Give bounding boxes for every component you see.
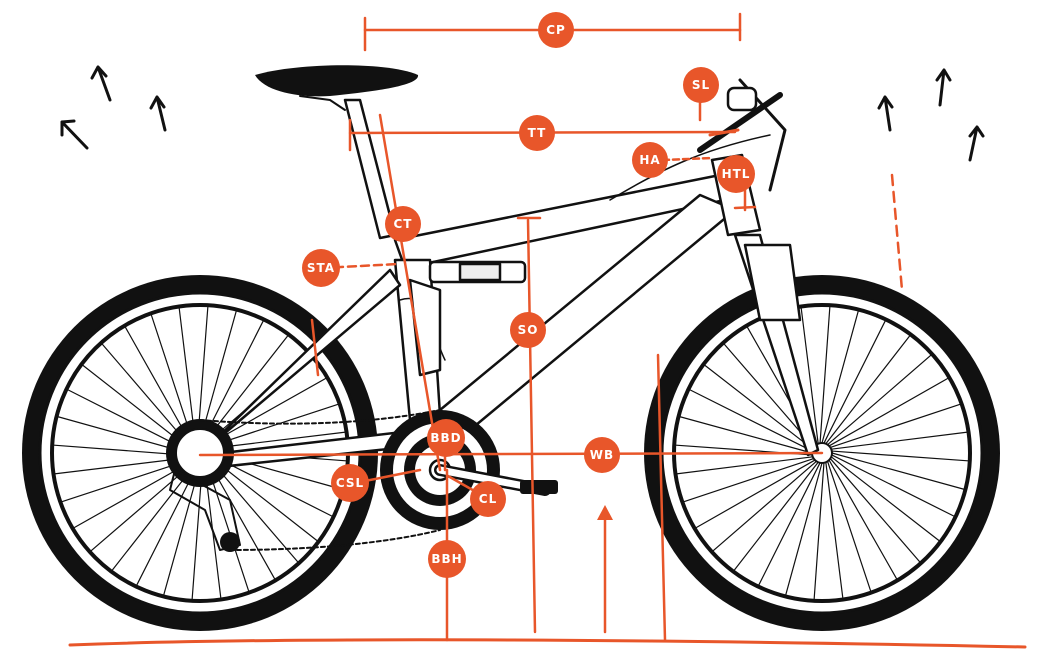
spoke	[831, 454, 955, 517]
ct-line	[378, 113, 442, 472]
badge-csl-label: CSL	[336, 476, 364, 490]
badge-bbh: BBH	[428, 540, 466, 578]
badge-ct: CT	[385, 206, 421, 242]
badge-cp-label: CP	[546, 23, 566, 37]
spoke	[828, 459, 898, 580]
badge-tt: TT	[519, 115, 555, 151]
badge-wb-label: WB	[590, 448, 614, 462]
spoke	[82, 364, 190, 450]
spoke	[203, 335, 289, 443]
saddle	[255, 65, 419, 111]
spoke	[124, 326, 193, 446]
badge-bbh-label: BBH	[431, 552, 462, 566]
spoke	[53, 444, 189, 456]
spoke	[823, 320, 886, 444]
spoke	[831, 452, 965, 490]
spoke	[197, 306, 209, 442]
spoke	[826, 460, 872, 592]
spoke	[800, 307, 819, 445]
badge-sl-label: SL	[692, 78, 710, 92]
spoke	[111, 463, 197, 571]
spoke	[683, 457, 815, 503]
spoke	[199, 310, 237, 442]
spoke	[90, 462, 194, 552]
spoke	[695, 459, 816, 529]
spoke	[825, 461, 844, 599]
wind-arrows-right	[877, 68, 985, 162]
badge-csl: CSL	[331, 464, 369, 502]
spoke	[704, 364, 814, 450]
wb-line	[198, 451, 824, 457]
spoke	[689, 389, 813, 452]
badge-sta-label: STA	[307, 261, 335, 275]
up-arrow-icon	[597, 505, 613, 520]
badge-ha-label: HA	[639, 153, 660, 167]
spoke	[101, 343, 191, 447]
spoke	[178, 307, 197, 443]
badge-cl-label: CL	[479, 492, 497, 506]
spoke	[831, 450, 969, 462]
badge-sta: STA	[302, 249, 340, 287]
spoke	[828, 377, 949, 447]
spoke	[830, 431, 968, 450]
spoke	[821, 310, 859, 444]
badge-so: SO	[510, 312, 546, 348]
spoke	[201, 320, 264, 442]
badge-cl: CL	[470, 481, 506, 517]
spoke	[207, 377, 327, 446]
spoke	[758, 462, 821, 586]
spoke	[207, 460, 276, 580]
badge-ha: HA	[632, 142, 668, 178]
badge-cp: CP	[538, 12, 574, 48]
spoke	[679, 416, 813, 454]
wind-arrows-left	[60, 65, 167, 150]
spoke	[210, 431, 346, 450]
spoke	[829, 457, 921, 563]
badge-htl: HTL	[717, 155, 755, 193]
spoke	[676, 456, 814, 475]
bike-frame	[203, 78, 820, 470]
spoke	[136, 464, 199, 586]
spoke	[54, 456, 190, 475]
spoke	[209, 403, 339, 447]
spoke	[813, 462, 825, 600]
badge-bbd-label: BBD	[430, 431, 461, 445]
spoke	[57, 416, 189, 454]
so-line	[526, 218, 537, 634]
badge-ct-label: CT	[394, 217, 413, 231]
spoke	[61, 459, 191, 503]
badge-so-label: SO	[518, 323, 539, 337]
spoke	[150, 314, 194, 444]
spoke	[733, 461, 819, 571]
spoke	[210, 456, 318, 542]
badge-htl-label: HTL	[722, 167, 751, 181]
badge-bbd: BBD	[427, 419, 465, 457]
spoke	[829, 403, 961, 449]
spoke	[67, 389, 189, 452]
spoke	[825, 335, 911, 445]
spoke	[191, 464, 203, 600]
badge-wb: WB	[584, 437, 620, 473]
badge-sl: SL	[683, 67, 719, 103]
spoke	[163, 464, 201, 596]
spoke	[209, 459, 299, 563]
spoke	[785, 462, 823, 596]
spoke	[826, 354, 932, 446]
spoke	[206, 462, 250, 592]
spoke	[830, 456, 940, 542]
spoke	[712, 460, 818, 552]
spoke	[73, 460, 193, 529]
spoke	[819, 306, 831, 444]
badge-tt-label: TT	[528, 126, 547, 140]
ground-line	[68, 638, 1027, 649]
